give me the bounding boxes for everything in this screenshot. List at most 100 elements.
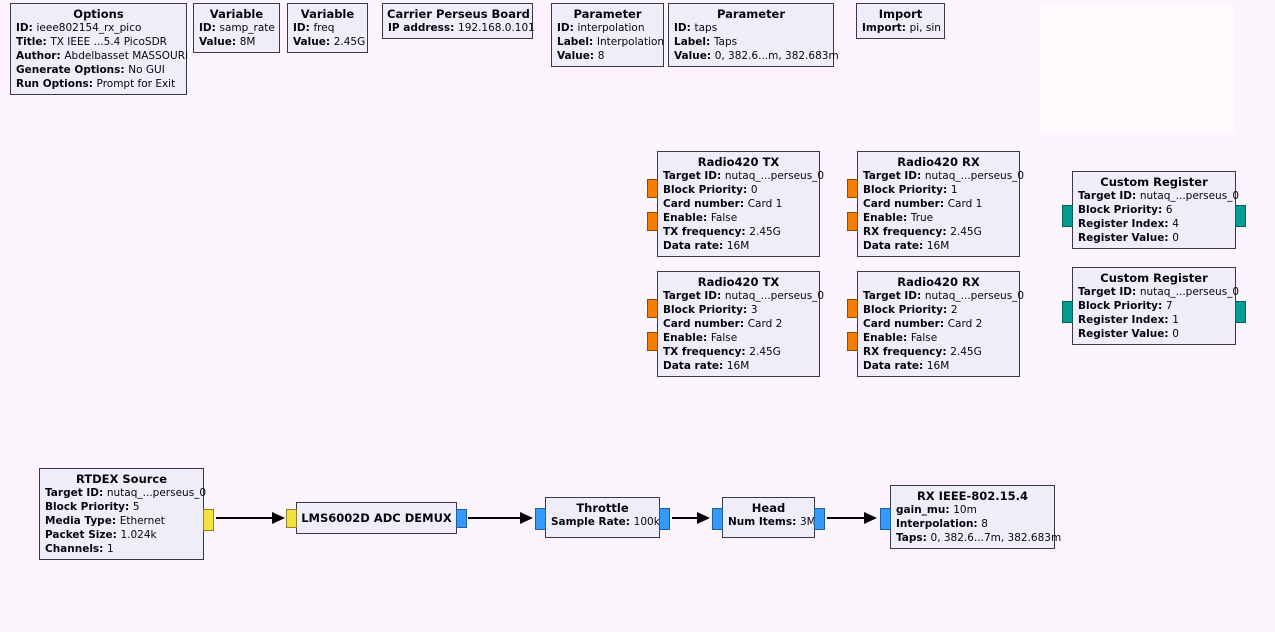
block-param: RX frequency: 2.45G xyxy=(863,226,982,238)
input-port[interactable] xyxy=(647,332,658,351)
connection-rtdex-to-demux[interactable] xyxy=(216,512,285,524)
block-param: Taps: 0, 382.6...7m, 382.683m xyxy=(896,532,1062,544)
block-params: Num Items: 3M xyxy=(723,515,816,532)
block-param: Block Priority: 6 xyxy=(1078,204,1173,216)
block-param: Block Priority: 7 xyxy=(1078,300,1173,312)
block-radio420-rx-card1[interactable]: Radio420 RX Target ID: nutaq_...perseus_… xyxy=(847,151,1025,257)
block-carrier-perseus-board[interactable]: Carrier Perseus Board IP address: 192.16… xyxy=(382,3,535,39)
block-param: Target ID: nutaq_...perseus_0 xyxy=(1078,190,1240,202)
output-port[interactable] xyxy=(1235,301,1246,323)
block-param: Target ID: nutaq_...perseus_0 xyxy=(863,170,1025,182)
block-title: Head xyxy=(751,501,786,515)
block-lms6002d-adc-demux[interactable]: LMS6002D ADC DEMUX xyxy=(286,502,467,534)
block-title: RTDEX Source xyxy=(75,472,168,486)
block-throttle[interactable]: Throttle Sample Rate: 100k xyxy=(535,497,670,538)
block-title: LMS6002D ADC DEMUX xyxy=(301,511,452,525)
block-param: Block Priority: 0 xyxy=(663,184,758,196)
block-param: TX frequency: 2.45G xyxy=(663,226,781,238)
block-param: Target ID: nutaq_...perseus_0 xyxy=(863,290,1025,302)
block-param: ID: interpolation xyxy=(557,22,645,34)
input-port[interactable] xyxy=(847,299,858,318)
block-param: Enable: False xyxy=(663,332,738,344)
block-radio420-rx-card2[interactable]: Radio420 RX Target ID: nutaq_...perseus_… xyxy=(847,271,1025,377)
input-port[interactable] xyxy=(847,332,858,351)
block-param: Register Index: 1 xyxy=(1078,314,1179,326)
input-port[interactable] xyxy=(1062,301,1073,323)
block-param: Data rate: 16M xyxy=(863,360,950,372)
block-radio420-tx-card1[interactable]: Radio420 TX Target ID: nutaq_...perseus_… xyxy=(647,151,824,257)
block-title: Carrier Perseus Board xyxy=(387,7,530,21)
block-title: Radio420 RX xyxy=(897,155,980,169)
connection-throttle-to-head[interactable] xyxy=(672,512,710,524)
block-param: Media Type: Ethernet xyxy=(45,515,165,527)
block-custom-register-2[interactable]: Custom Register Target ID: nutaq_...pers… xyxy=(1062,267,1246,345)
output-port[interactable] xyxy=(814,508,825,530)
block-import[interactable]: Import Import: pi, sin xyxy=(856,3,945,39)
block-param: Target ID: nutaq_...perseus_0 xyxy=(663,290,825,302)
block-param: IP address: 192.168.0.101 xyxy=(388,22,535,34)
block-title: Custom Register xyxy=(1100,175,1208,189)
input-port[interactable] xyxy=(286,509,297,528)
block-radio420-tx-card2[interactable]: Radio420 TX Target ID: nutaq_...perseus_… xyxy=(647,271,825,377)
block-rtdex-source[interactable]: RTDEX Source Target ID: nutaq_...perseus… xyxy=(39,468,214,560)
output-port[interactable] xyxy=(203,509,214,531)
output-port[interactable] xyxy=(456,509,467,528)
block-param: Block Priority: 3 xyxy=(663,304,758,316)
block-param: Card number: Card 2 xyxy=(663,318,783,330)
block-param: Data rate: 16M xyxy=(863,240,950,252)
block-param: Label: Interpolation xyxy=(557,36,665,48)
block-title: Variable xyxy=(300,7,355,21)
input-port[interactable] xyxy=(847,212,858,231)
block-param: ID: ieee802154_rx_pico xyxy=(16,22,142,34)
input-port[interactable] xyxy=(647,212,658,231)
block-head[interactable]: Head Num Items: 3M xyxy=(712,497,825,538)
output-port[interactable] xyxy=(659,508,670,530)
block-param: Run Options: Prompt for Exit xyxy=(16,78,176,90)
block-param: ID: freq xyxy=(293,22,335,34)
block-param: Packet Size: 1.024k xyxy=(45,529,157,541)
input-port[interactable] xyxy=(535,508,546,530)
block-param: Enable: False xyxy=(663,212,738,224)
block-param: Value: 8 xyxy=(557,50,605,62)
input-port[interactable] xyxy=(647,179,658,198)
input-port[interactable] xyxy=(712,508,723,530)
connection-demux-to-throttle[interactable] xyxy=(468,512,533,524)
block-param: TX frequency: 2.45G xyxy=(663,346,781,358)
block-param: ID: samp_rate xyxy=(199,22,275,34)
block-param: Value: 0, 382.6...m, 382.683m xyxy=(674,50,839,62)
block-param: Value: 8M xyxy=(199,36,256,48)
input-port[interactable] xyxy=(880,508,891,530)
block-custom-register-1[interactable]: Custom Register Target ID: nutaq_...pers… xyxy=(1062,171,1246,249)
block-param: gain_mu: 10m xyxy=(896,504,977,516)
block-title: Parameter xyxy=(573,7,642,21)
block-param: Target ID: nutaq_...perseus_0 xyxy=(1078,286,1240,298)
block-param: Channels: 1 xyxy=(45,543,114,555)
block-param: Card number: Card 1 xyxy=(863,198,983,210)
block-param: Author: Abdelbasset MASSOURI xyxy=(16,50,189,62)
block-param: Label: Taps xyxy=(674,36,738,48)
block-title: Import xyxy=(878,7,923,21)
block-param: Register Value: 0 xyxy=(1078,328,1179,340)
highlight-region xyxy=(1040,5,1234,133)
input-port[interactable] xyxy=(647,299,658,318)
block-title: Parameter xyxy=(716,7,786,21)
output-port[interactable] xyxy=(1235,205,1246,227)
block-title: Options xyxy=(73,7,124,21)
block-title: Throttle xyxy=(576,501,629,515)
input-port[interactable] xyxy=(847,179,858,198)
connection-head-to-rx-ieee[interactable] xyxy=(827,512,877,524)
input-port[interactable] xyxy=(1062,205,1073,227)
